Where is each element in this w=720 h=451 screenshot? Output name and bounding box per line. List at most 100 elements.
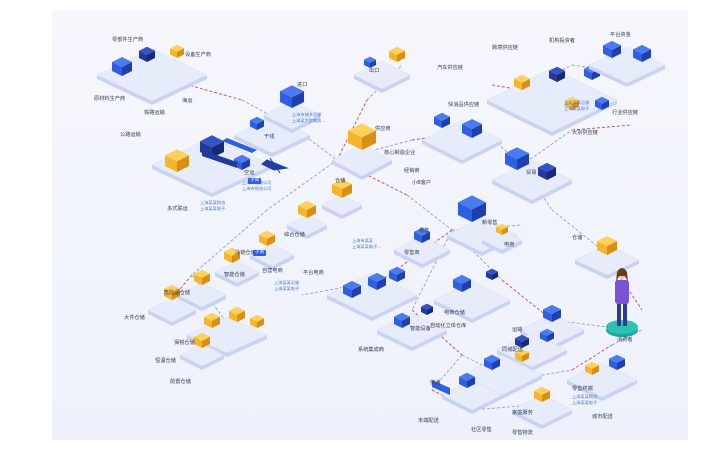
node-icon-top <box>633 44 651 54</box>
connector-line <box>161 274 193 311</box>
node-icon-top <box>112 57 132 67</box>
node-icon-right <box>642 49 651 62</box>
node-icon-top <box>165 149 189 162</box>
connector-line <box>611 329 643 346</box>
node-platform <box>566 362 638 398</box>
node-icon-left <box>332 184 342 198</box>
node-label: 仓储 <box>335 178 346 184</box>
node-platform-side <box>250 255 294 270</box>
node-icon-top <box>170 44 184 52</box>
node-icon-right <box>467 376 475 388</box>
node-icon-top <box>368 272 386 282</box>
node-icon-left <box>139 50 147 62</box>
connector-line <box>431 354 463 391</box>
node-label: 消费者 <box>617 337 633 343</box>
node-tag: 子商 <box>248 178 262 184</box>
node-icon-right <box>397 50 405 62</box>
node-label: 原材料生产商 <box>94 96 126 102</box>
node-icon-right <box>517 153 529 170</box>
node-label: 城市配送 <box>592 414 613 420</box>
node-icon-left <box>224 251 232 263</box>
node-icon-top <box>543 304 561 314</box>
node-label: 系统集成商 <box>358 347 384 353</box>
node-icon-top <box>496 223 508 230</box>
node-icon-top <box>259 230 275 239</box>
node-icon-top <box>194 269 210 278</box>
node-platform <box>321 194 363 216</box>
node-platform <box>441 379 503 411</box>
node-icon-right <box>547 167 556 180</box>
node-platform-side <box>394 250 450 268</box>
node-icon-top <box>549 66 565 75</box>
node-label: 新零售 <box>482 220 498 226</box>
node-icon-left <box>453 279 462 292</box>
node-icon-left <box>458 202 472 222</box>
node-platform <box>588 46 666 84</box>
node-icon-left <box>164 288 172 300</box>
node-platform-side <box>180 355 224 370</box>
node-icon-right <box>242 158 250 170</box>
node-icon-left <box>112 62 122 76</box>
node-label: 末端配送 <box>418 418 439 424</box>
node-label: 冷链仓储 <box>235 250 256 256</box>
node-tag: 子商 <box>253 250 267 256</box>
plane-icon <box>261 157 289 174</box>
node-icon-top <box>164 284 180 293</box>
node-label: 汽车供应链 <box>437 65 463 71</box>
node-label: 社区零售 <box>471 427 492 433</box>
node-icon-top <box>565 96 579 104</box>
consumer-torso <box>615 280 629 304</box>
node-platform-side <box>234 135 310 157</box>
node-icon-top <box>434 112 450 121</box>
node-icon-left <box>343 285 352 298</box>
node-icon-left <box>229 310 237 322</box>
node-icon-left <box>540 332 547 342</box>
node-sublabel: 上海某某电子 <box>564 106 590 111</box>
node-icon-top <box>389 266 405 275</box>
node-icon-right <box>472 202 486 222</box>
node-icon-right <box>352 285 361 298</box>
connector-line <box>571 344 613 371</box>
node-icon-right <box>292 91 304 108</box>
node-icon-left <box>543 309 552 322</box>
node-icon-right <box>177 48 184 58</box>
node-icon-left <box>603 45 612 58</box>
node-icon-top <box>514 74 530 83</box>
node-icon-left <box>462 124 472 138</box>
node-icon-left <box>368 277 377 290</box>
connector-line <box>571 124 633 131</box>
node-sublabel: 上海某某物流 <box>572 394 598 399</box>
node-label: 零部件生产商 <box>112 37 144 43</box>
node-platform <box>511 394 573 426</box>
node-platform-side <box>215 272 259 287</box>
node-icon-right <box>442 116 450 128</box>
node-label: 危险品仓储 <box>164 290 190 296</box>
node-platform-side <box>482 240 522 254</box>
node-label: 电商 <box>504 242 515 248</box>
node-icon-top <box>139 46 155 55</box>
node-label: 跨境供应链 <box>492 45 518 51</box>
node-icon-top <box>298 200 316 210</box>
node-icon-left <box>534 390 542 402</box>
truck-icon <box>432 380 450 395</box>
node-icon-left <box>515 352 522 362</box>
train-icon <box>202 150 237 168</box>
node-label: 家庭服务 <box>512 410 533 416</box>
consumer-leg <box>623 302 627 326</box>
node-sublabel: 上海某大型物流... <box>292 118 326 123</box>
node-sublabel: 上海某某物流 <box>200 200 226 205</box>
node-icon-right <box>547 332 554 342</box>
node-platform-side <box>354 75 410 93</box>
consumer-leg <box>617 302 621 326</box>
node-platform-side <box>148 310 196 326</box>
node-icon-left <box>549 70 557 82</box>
node-icon-top <box>280 85 304 98</box>
node-icon-left <box>609 358 617 370</box>
node-icon-top <box>458 195 486 210</box>
connector-line <box>336 159 408 196</box>
node-icon-top <box>609 354 625 363</box>
node-label: 电商仓储 <box>444 310 465 316</box>
node-label: 平台资金 <box>610 32 631 38</box>
node-icon-top <box>250 314 264 322</box>
connector-line <box>551 209 603 251</box>
